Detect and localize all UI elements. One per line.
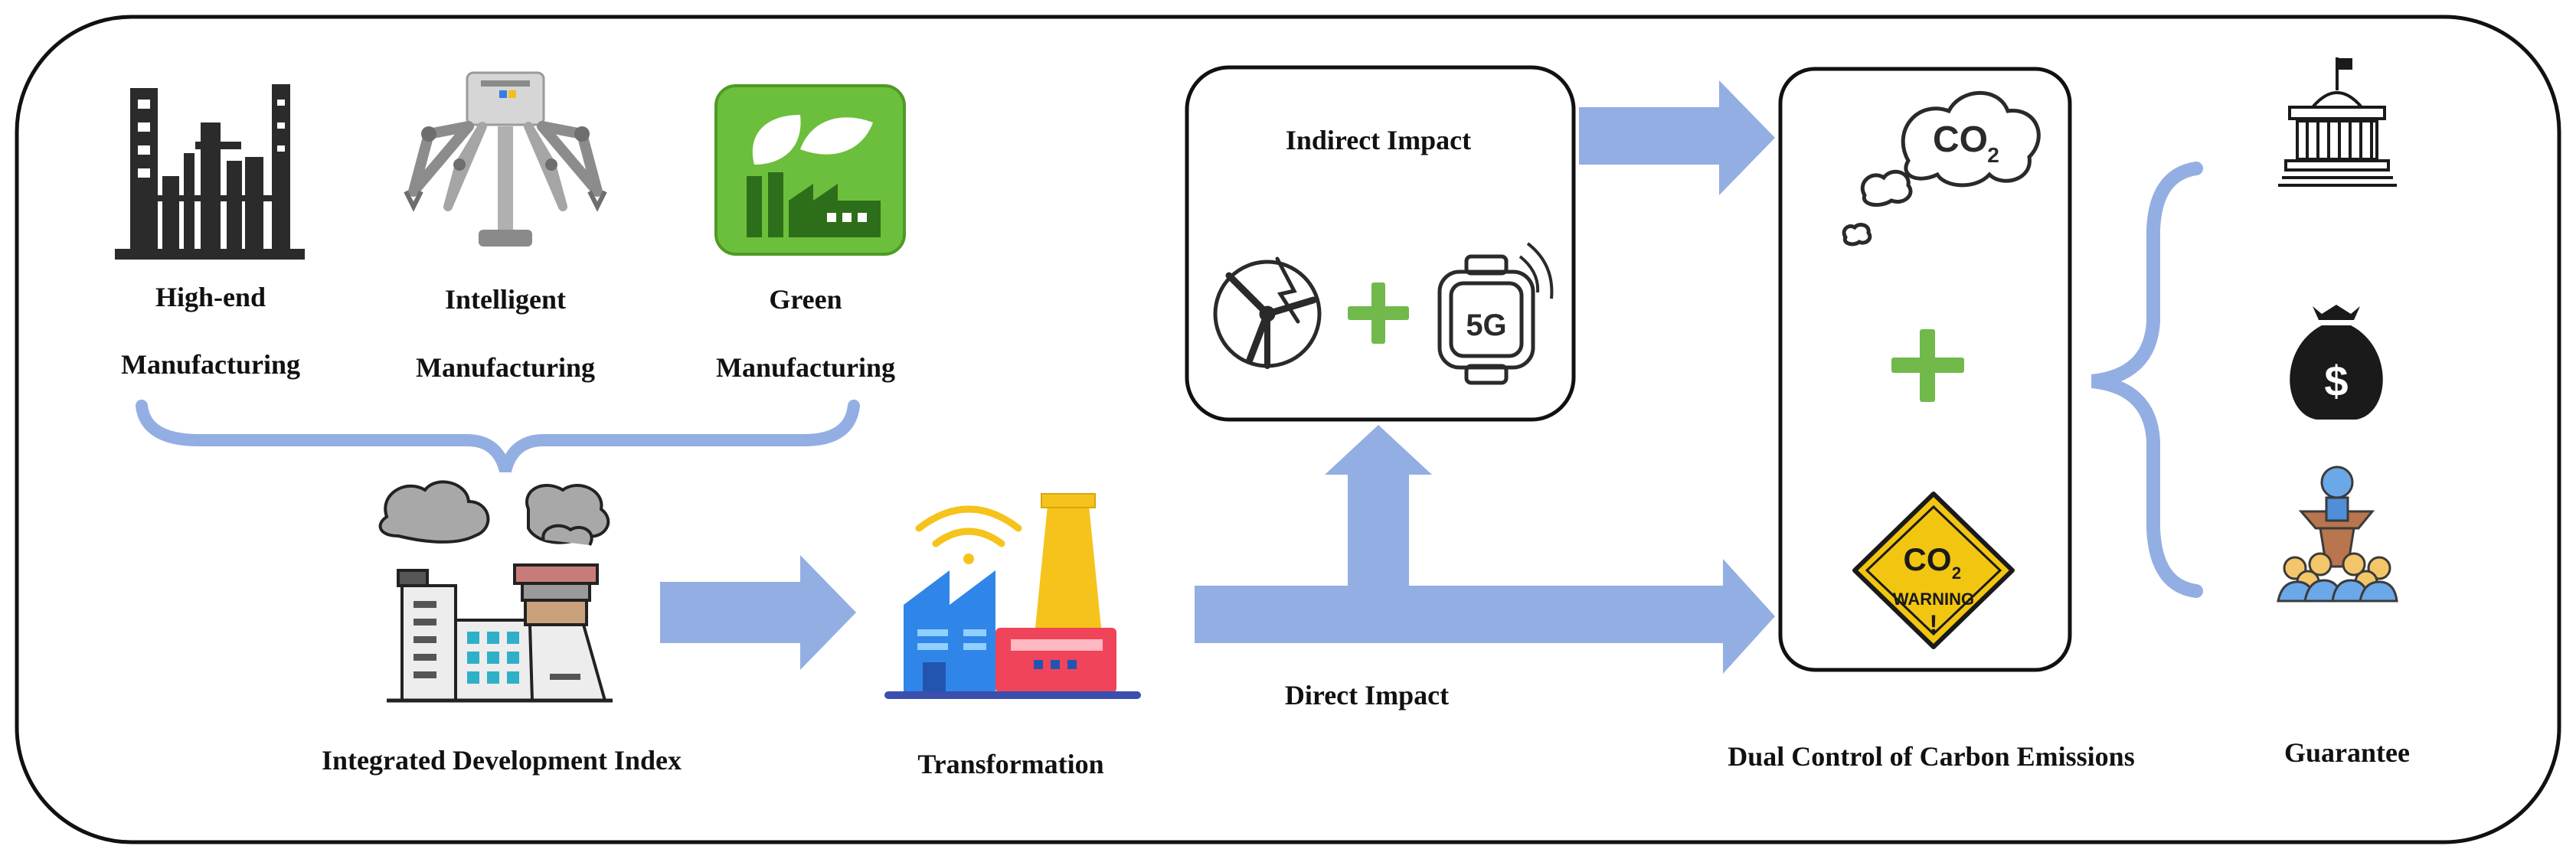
robot-arm-icon: [404, 71, 607, 247]
indirect-plus-icon: [1348, 283, 1409, 344]
arrow-indirect-to-dual-control: [1579, 80, 1775, 195]
co2-cloud-text: CO: [1933, 119, 1988, 160]
high-end-label-line1: High-end: [155, 282, 266, 312]
direct-impact-label: Direct Impact: [1285, 680, 1449, 710]
intelligent-label-line2: Manufacturing: [416, 352, 595, 383]
arrow-direct-impact: [1195, 425, 1775, 674]
green-factory-icon: [714, 84, 906, 256]
dual-control-plus-icon: [1891, 329, 1964, 402]
dual-control-label: Dual Control of Carbon Emissions: [1728, 741, 2134, 772]
green-label-line2: Manufacturing: [716, 352, 895, 383]
co2-cloud-icon: CO 2: [1842, 90, 2041, 247]
indirect-impact-box: [1185, 65, 1576, 422]
indirect-impact-label: Indirect Impact: [1286, 125, 1471, 155]
co2-cloud-subscript: 2: [1987, 143, 1999, 167]
5g-badge: 5G: [1466, 309, 1506, 342]
green-label-line1: Green: [769, 284, 842, 315]
intelligent-label-line1: Intelligent: [445, 284, 566, 315]
money-bag-icon: $: [2290, 305, 2383, 420]
guarantee-brace: [2091, 162, 2203, 598]
warning-word: WARNING: [1893, 590, 1974, 609]
high-end-label-line2: Manufacturing: [121, 349, 300, 380]
5g-smartwatch-icon: 5G: [1437, 242, 1554, 385]
co2-warning-subscript: 2: [1952, 563, 1961, 583]
smart-factory-icon: [884, 493, 1141, 699]
wind-power-icon: [1213, 256, 1322, 369]
co2-warning-sign-icon: CO 2 WARNING !: [1852, 492, 2015, 649]
government-building-icon: [2278, 57, 2397, 187]
guarantee-label: Guarantee: [2284, 737, 2410, 768]
transformation-label: Transformation: [917, 749, 1103, 779]
integrated-development-index-label: Integrated Development Index: [322, 745, 682, 776]
dollar-symbol: $: [2324, 357, 2348, 405]
warning-exclamation: !: [1930, 610, 1938, 638]
audience-icon: [2277, 465, 2398, 603]
polluting-factory-icon: [378, 480, 613, 703]
arrow-index-to-transformation: [660, 555, 856, 670]
manufacturing-brace: [136, 400, 860, 473]
outer-frame: [15, 15, 2561, 844]
co2-warning-text: CO: [1904, 541, 1952, 577]
industrial-plant-icon: [115, 84, 305, 260]
